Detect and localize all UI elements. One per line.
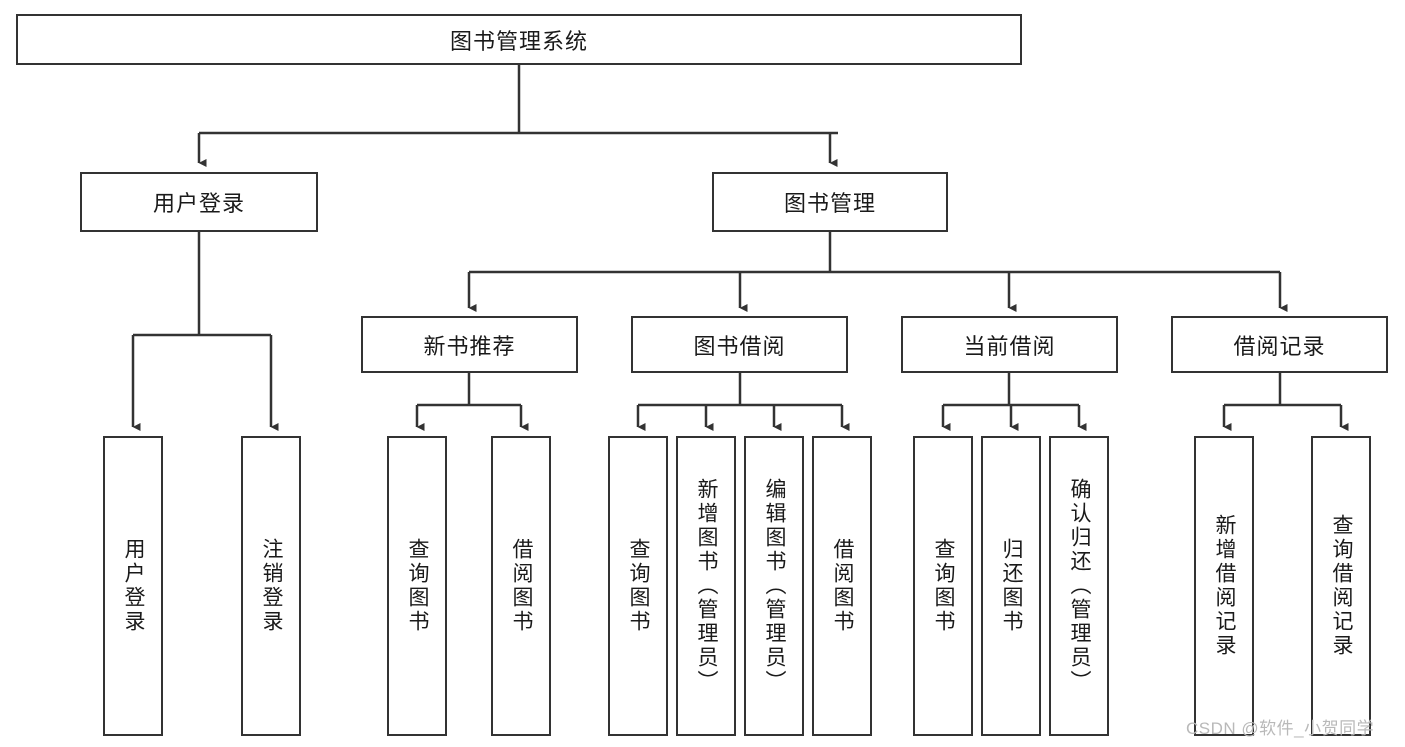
leaf-borrow-borrow-book[interactable]: 借阅图书	[812, 436, 872, 736]
leaf-label: 借阅图书	[831, 538, 855, 634]
leaf-current-query[interactable]: 查询图书	[913, 436, 973, 736]
node-book-borrow-label: 图书借阅	[693, 333, 786, 359]
leaf-label: 确认归还（管理员）	[1068, 478, 1092, 694]
node-new-book-recommend-label: 新书推荐	[423, 333, 516, 359]
leaf-label: 查询图书	[627, 538, 651, 634]
leaf-label: 归还图书	[1000, 538, 1024, 634]
node-borrow-records[interactable]: 借阅记录	[1171, 316, 1388, 373]
leaf-record-add[interactable]: 新增借阅记录	[1194, 436, 1254, 736]
leaf-label: 用户登录	[122, 538, 146, 634]
leaf-borrow-add-book[interactable]: 新增图书（管理员）	[676, 436, 736, 736]
leaf-user-login-signin[interactable]: 用户登录	[103, 436, 163, 736]
node-root-label: 图书管理系统	[449, 28, 588, 54]
leaf-label: 新增图书（管理员）	[695, 478, 719, 694]
node-user-login[interactable]: 用户登录	[80, 172, 318, 232]
leaf-label: 查询图书	[932, 538, 956, 634]
node-borrow-records-label: 借阅记录	[1233, 333, 1326, 359]
node-current-borrow[interactable]: 当前借阅	[901, 316, 1118, 373]
leaf-current-confirm-return[interactable]: 确认归还（管理员）	[1049, 436, 1109, 736]
leaf-borrow-query[interactable]: 查询图书	[608, 436, 668, 736]
leaf-label: 借阅图书	[510, 538, 534, 634]
csdn-watermark: CSDN @软件_小贺同学	[1186, 719, 1375, 738]
node-book-borrow[interactable]: 图书借阅	[631, 316, 848, 373]
leaf-new-book-borrow[interactable]: 借阅图书	[491, 436, 551, 736]
leaf-label: 查询图书	[406, 538, 430, 634]
node-current-borrow-label: 当前借阅	[963, 333, 1056, 359]
leaf-new-book-query[interactable]: 查询图书	[387, 436, 447, 736]
leaf-label: 编辑图书（管理员）	[763, 478, 787, 694]
node-book-management[interactable]: 图书管理	[712, 172, 948, 232]
node-book-management-label: 图书管理	[783, 191, 876, 216]
leaf-label: 注销登录	[260, 538, 284, 634]
node-user-login-label: 用户登录	[152, 191, 245, 216]
leaf-current-return[interactable]: 归还图书	[981, 436, 1041, 736]
leaf-record-query[interactable]: 查询借阅记录	[1311, 436, 1371, 736]
node-root[interactable]: 图书管理系统	[16, 14, 1022, 65]
leaf-label: 新增借阅记录	[1213, 514, 1237, 658]
leaf-borrow-edit-book[interactable]: 编辑图书（管理员）	[744, 436, 804, 736]
leaf-label: 查询借阅记录	[1330, 514, 1354, 658]
node-new-book-recommend[interactable]: 新书推荐	[361, 316, 578, 373]
leaf-user-login-signout[interactable]: 注销登录	[241, 436, 301, 736]
